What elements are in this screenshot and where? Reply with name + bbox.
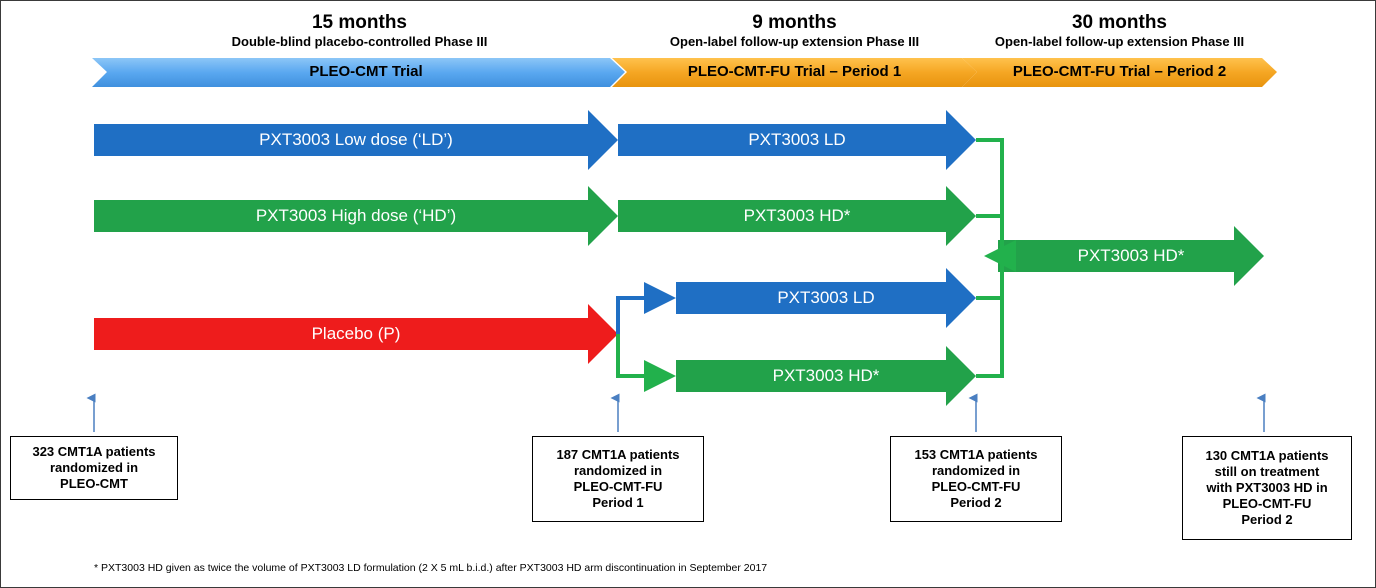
duration-label: 15 months [311, 12, 408, 33]
arrow-placebo [94, 304, 618, 364]
phase-subtitle: Open-label follow-up extension Phase III [994, 34, 1245, 49]
arrow-hd-main [94, 186, 618, 246]
arrow-hd-fu2 [998, 226, 1264, 286]
footnote: * PXT3003 HD given as twice the volume o… [94, 562, 768, 574]
connector-placebo-split [616, 282, 676, 334]
arrow-p-ld-fu1 [676, 268, 976, 328]
trial-label-fu-period-1: PLEO-CMT-FU Trial – Period 1 [687, 63, 902, 80]
duration-label: 9 months [752, 12, 837, 33]
arm-label-hd-main: PXT3003 High dose (‘HD’) [255, 206, 457, 225]
phase-chevron-fu-period-1 [612, 58, 977, 87]
arm-label-placebo: Placebo (P) [311, 324, 401, 343]
duration-label: 30 months [1071, 12, 1168, 33]
arm-label-p-hd-fu1: PXT3003 HD* [772, 366, 880, 385]
phase-subtitle: Open-label follow-up extension Phase III [669, 34, 920, 49]
patients-box-fu-period-2: 153 CMT1A patients randomized in PLEO-CM… [890, 436, 1062, 522]
arrow-ld-fu1 [618, 110, 976, 170]
arrow-ld-main [94, 110, 618, 170]
patients-box-still-on-treatment: 130 CMT1A patients still on treatment wi… [1182, 436, 1352, 540]
arm-label-ld-fu1: PXT3003 LD [748, 130, 846, 149]
arm-label-hd-fu1: PXT3003 HD* [743, 206, 851, 225]
phase-chevron-pleo-cmt [92, 58, 625, 87]
phase-subtitle: Double-blind placebo-controlled Phase II… [231, 34, 488, 49]
trial-label-fu-period-2: PLEO-CMT-FU Trial – Period 2 [1012, 63, 1227, 80]
trial-label-pleo-cmt: PLEO-CMT Trial [309, 63, 423, 80]
header-fu-period-1: 9 months Open-label follow-up extension … [612, 12, 977, 50]
patients-box-pleo-cmt: 323 CMT1A patients randomized in PLEO-CM… [10, 436, 178, 500]
arm-label-p-ld-fu1: PXT3003 LD [777, 288, 875, 307]
arrow-p-hd-fu1 [676, 346, 976, 406]
phase-chevron-fu-period-2 [962, 58, 1277, 87]
arrow-hd-fu1 [618, 186, 976, 246]
arm-label-ld-main: PXT3003 Low dose (‘LD’) [259, 130, 453, 149]
header-pleo-cmt: 15 months Double-blind placebo-controlle… [92, 12, 627, 50]
header-fu-period-2: 30 months Open-label follow-up extension… [962, 12, 1277, 50]
connector-placebo-split-hd [616, 334, 676, 392]
patients-box-fu-period-1: 187 CMT1A patients randomized in PLEO-CM… [532, 436, 704, 522]
arm-label-hd-fu2: PXT3003 HD* [1077, 246, 1185, 265]
